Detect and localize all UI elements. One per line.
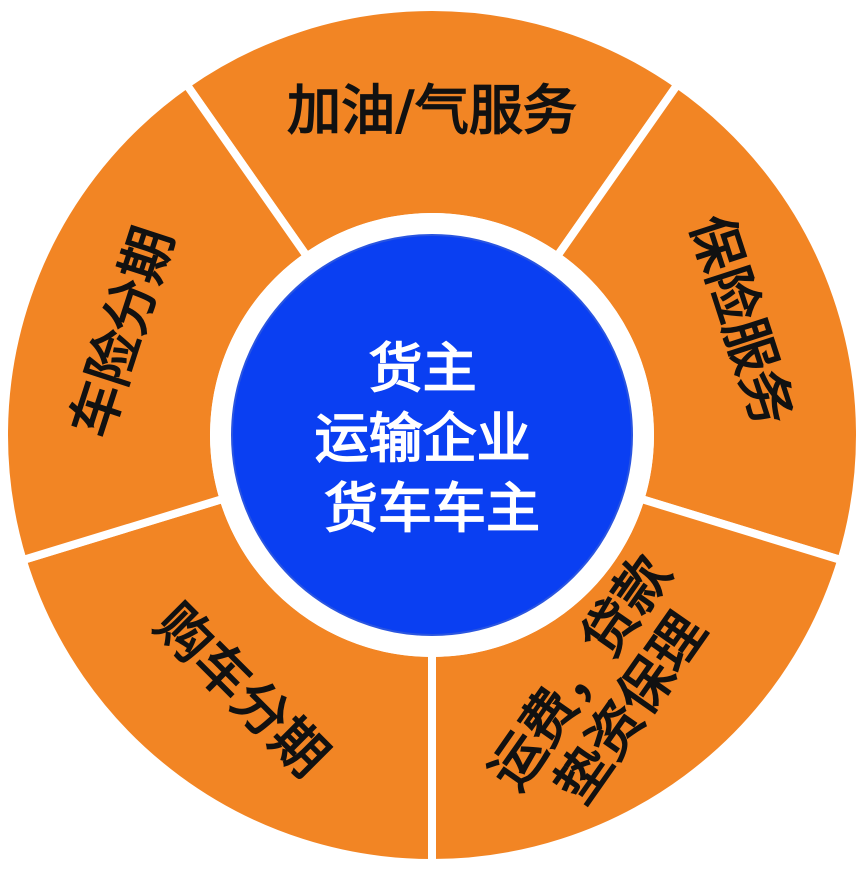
center-label: 货主 运输企业 货车车主	[315, 337, 550, 540]
center-line-1: 货主	[369, 337, 477, 400]
segment-label-line: 加油/气服务	[287, 79, 577, 142]
center-line-2: 运输企业	[315, 407, 531, 470]
center-disc	[231, 234, 633, 636]
segment-label-refuel: 加油/气服务	[287, 79, 577, 142]
center-line-3: 货车车主	[324, 477, 540, 540]
